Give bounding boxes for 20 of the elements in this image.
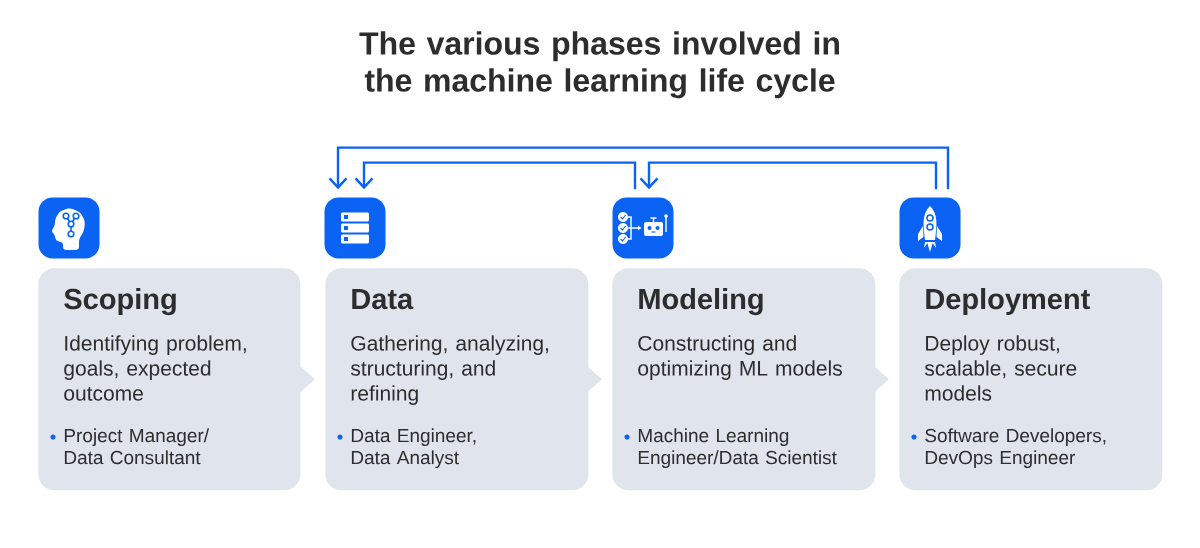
description: Identifying problem, goals, expected outcome xyxy=(64,335,246,401)
description: Gathering, analyzing, structuring, and refining xyxy=(350,335,549,405)
robot-icon xyxy=(612,197,674,259)
description: Deploy robust, scalable, secure models xyxy=(924,335,1077,401)
role-text: Project Manager/ Data Consultant xyxy=(64,428,210,465)
heading: Deployment xyxy=(926,288,1090,315)
role-text: Machine Learning Engineer/Data Scientist xyxy=(638,428,837,469)
heading: Scoping xyxy=(64,288,176,316)
role-text: Data Engineer, Data Analyst xyxy=(351,428,476,469)
server-icon xyxy=(324,197,386,259)
arrow xyxy=(354,161,637,190)
arrow xyxy=(639,161,938,190)
heading: Data xyxy=(352,289,414,310)
role-text: Software Developers, DevOps Engineer xyxy=(925,428,1106,469)
rocket-icon xyxy=(899,197,961,259)
title: The various phases involved in the machine learning life cycle xyxy=(359,31,839,99)
head-icon xyxy=(38,197,100,259)
heading: Modeling xyxy=(639,288,763,316)
arrow xyxy=(328,146,950,190)
description: Constructing and optimizing ML models xyxy=(638,335,842,380)
